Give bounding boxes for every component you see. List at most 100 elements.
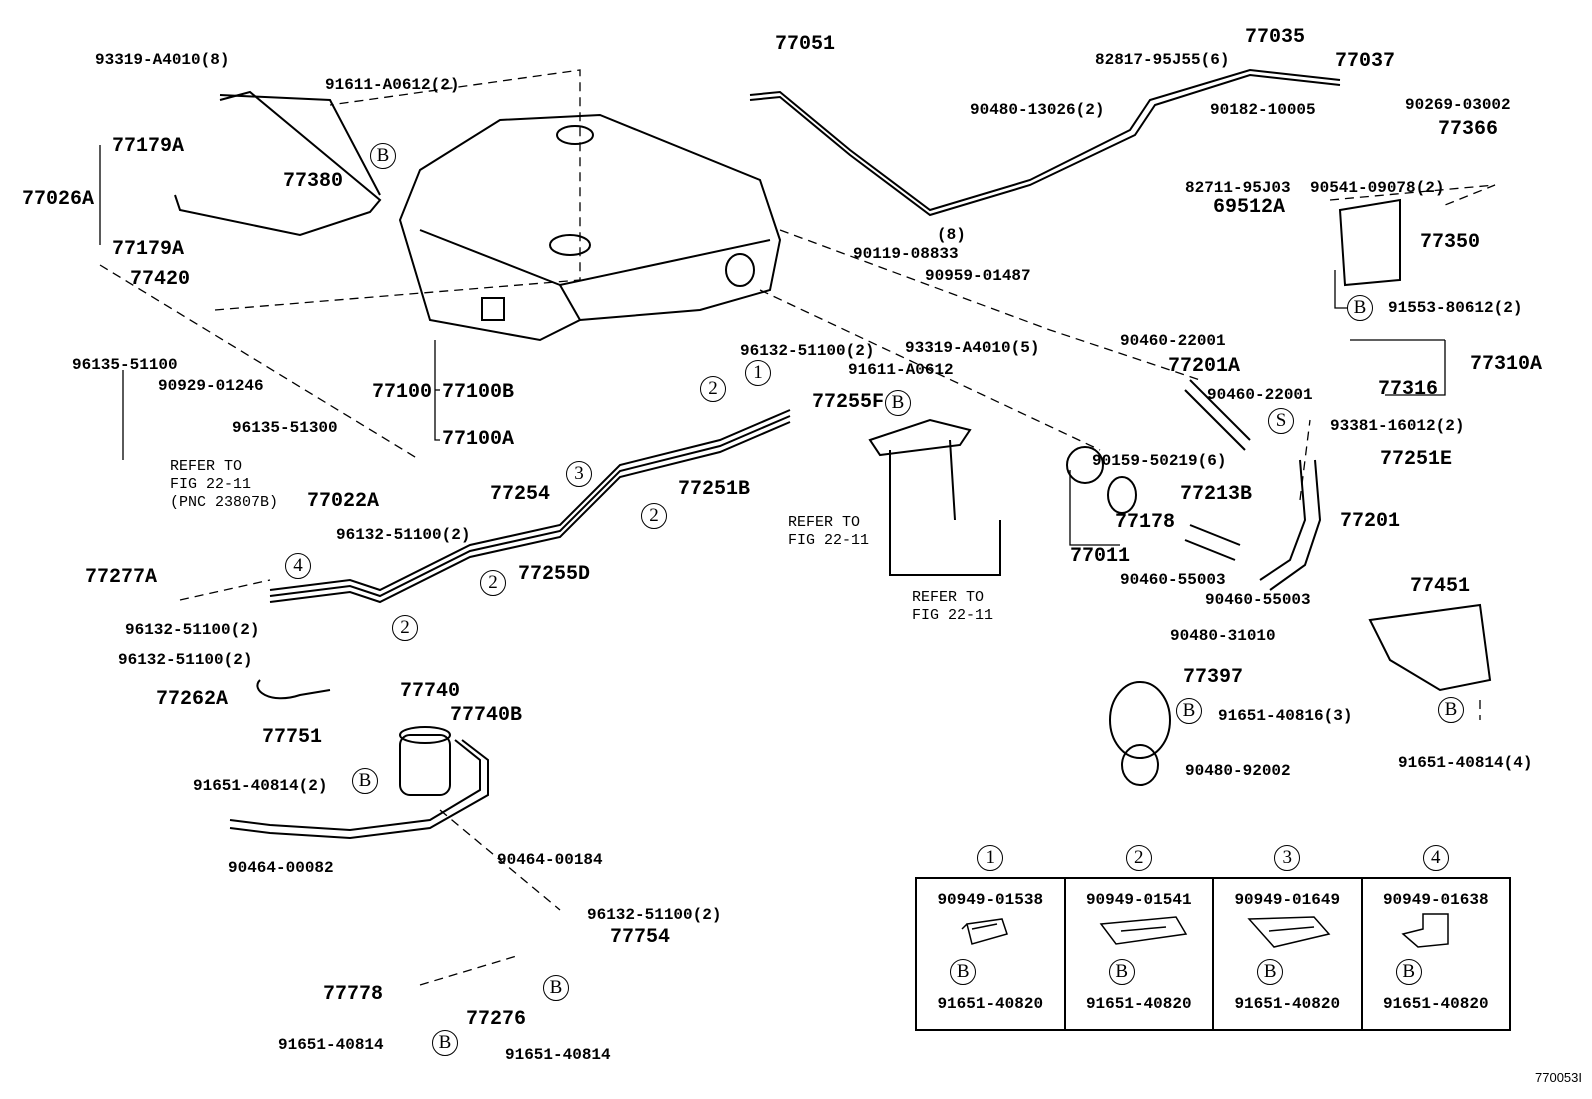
part-label: 82711-95J03 — [1185, 179, 1291, 197]
part-label: 77255D — [518, 563, 591, 586]
clamp-icon — [961, 918, 1008, 945]
fuel-lines — [269, 409, 791, 604]
part-label: 77254 — [490, 483, 551, 506]
part-label: 90959-01487 — [925, 267, 1031, 285]
part-label: 77751 — [262, 726, 323, 749]
charcoal-canister — [229, 679, 489, 840]
clamp-icon — [1400, 913, 1449, 948]
part-label: 90464-00082 — [228, 859, 334, 877]
part-label: 77262A — [156, 688, 229, 711]
part-label: 96132-51100(2) — [336, 526, 471, 544]
bolt-part-number: 91651-40820 — [1085, 995, 1192, 1013]
part-label: 77213B — [1180, 483, 1253, 506]
part-label: 96132-51100(2) — [125, 621, 260, 639]
part-label: 77026A — [22, 188, 95, 211]
clamp-number-marker: 4 — [285, 553, 311, 579]
filler-pipe-tube — [749, 68, 1341, 217]
part-label: 90460-22001 — [1207, 386, 1313, 404]
clamp-number: 1 — [977, 845, 1004, 871]
part-label: 90460-22001 — [1120, 332, 1226, 350]
part-label: 77201 — [1340, 510, 1401, 533]
bolt-symbol: B — [543, 975, 569, 1001]
part-label: 77035 — [1245, 26, 1306, 49]
tank-band — [174, 90, 382, 237]
clamp-number-marker: 2 — [700, 376, 726, 402]
clamp-part-number: 90949-01649 — [1234, 891, 1341, 909]
clamp-number: 3 — [1274, 845, 1301, 871]
part-label: 77740 — [400, 680, 461, 703]
bolt-symbol: B — [1347, 295, 1373, 321]
part-label: 77310A — [1470, 353, 1543, 376]
part-label: 77100B — [442, 381, 515, 404]
part-label: 77251E — [1380, 448, 1453, 471]
refer-note: REFER TO FIG 22-11 — [788, 514, 870, 549]
part-label: 91611-A0612 — [848, 361, 954, 379]
part-label: 77251B — [678, 478, 751, 501]
clamp-number-marker: 2 — [480, 570, 506, 596]
part-label: 77100A — [442, 428, 515, 451]
screw-symbol: S — [1268, 408, 1294, 434]
part-label: 77277A — [85, 566, 158, 589]
bolt-symbol: B — [1176, 698, 1202, 724]
gasket-parts — [1066, 198, 1492, 786]
part-label: 77037 — [1335, 50, 1396, 73]
fuel-pump-bracket — [868, 418, 1001, 576]
part-label: 91553-80612(2) — [1388, 299, 1523, 317]
part-label: 69512A — [1213, 196, 1286, 219]
refer-note: REFER TO FIG 22-11 (PNC 23807B) — [170, 458, 279, 511]
part-label: 77366 — [1438, 118, 1499, 141]
part-label: 77201A — [1168, 355, 1241, 378]
bolt-symbol: B — [1395, 959, 1422, 985]
bolt-symbol: B — [1108, 959, 1135, 985]
bolt-symbol: B — [432, 1030, 458, 1056]
part-label: 77316 — [1378, 378, 1439, 401]
bolt-part-number: 91651-40820 — [937, 995, 1044, 1013]
part-label: 77380 — [283, 170, 344, 193]
leader-lines — [99, 69, 1496, 986]
bolt-symbol: B — [352, 768, 378, 794]
part-label: 77051 — [775, 33, 836, 56]
clamp-number-marker: 2 — [641, 503, 667, 529]
inset-cell-4: 4 90949-01638 B 91651-40820 — [1363, 845, 1510, 1029]
bolt-symbol: B — [950, 959, 977, 985]
part-label: 96132-51100(2) — [587, 906, 722, 924]
part-label: 93319-A4010(8) — [95, 51, 230, 69]
part-label: 96132-51100(2) — [740, 342, 875, 360]
fuel-tank — [398, 113, 782, 342]
clamp-part-number: 90949-01638 — [1382, 891, 1489, 909]
part-label: 90460-55003 — [1120, 571, 1226, 589]
part-label: 91651-40814 — [278, 1036, 384, 1054]
part-label: 96132-51100(2) — [118, 651, 253, 669]
part-label: 90480-13026(2) — [970, 101, 1105, 119]
part-label: 77178 — [1115, 511, 1176, 534]
bolt-symbol: B — [885, 390, 911, 416]
part-label: 77420 — [130, 268, 191, 291]
clamp-part-number: 90949-01538 — [937, 891, 1044, 909]
part-label: 77022A — [307, 490, 380, 513]
refer-note: REFER TO FIG 22-11 — [912, 589, 994, 624]
part-label: 77451 — [1410, 575, 1471, 598]
inset-cell-3: 3 90949-01649 B 91651-40820 — [1214, 845, 1363, 1029]
solid-leaders — [99, 145, 1446, 546]
clamp-part-number: 90949-01541 — [1085, 891, 1192, 909]
part-label: 90480-92002 — [1185, 762, 1291, 780]
clamp-icon — [1247, 916, 1331, 948]
part-label: 91651-40816(3) — [1218, 707, 1353, 725]
part-label: (8) — [937, 226, 966, 244]
part-label: 96135-51100 — [72, 356, 178, 374]
clamp-inset-table: 1 90949-01538 B 91651-40820 2 90949-0154… — [915, 845, 1511, 1031]
part-label: 91651-40814(4) — [1398, 754, 1533, 772]
part-label: 93319-A4010(5) — [905, 339, 1040, 357]
part-label: 91611-A0612(2) — [325, 76, 460, 94]
part-label: 91651-40814 — [505, 1046, 611, 1064]
part-label: 77778 — [323, 983, 384, 1006]
part-label: 77179A — [112, 135, 185, 158]
clamp-number-marker: 2 — [392, 615, 418, 641]
inset-cell-2: 2 90949-01541 B 91651-40820 — [1066, 845, 1214, 1029]
part-label: 90464-00184 — [497, 851, 603, 869]
clamp-number-marker: 3 — [566, 461, 592, 487]
part-label: 90480-31010 — [1170, 627, 1276, 645]
part-label: 90269-03002 — [1405, 96, 1511, 114]
